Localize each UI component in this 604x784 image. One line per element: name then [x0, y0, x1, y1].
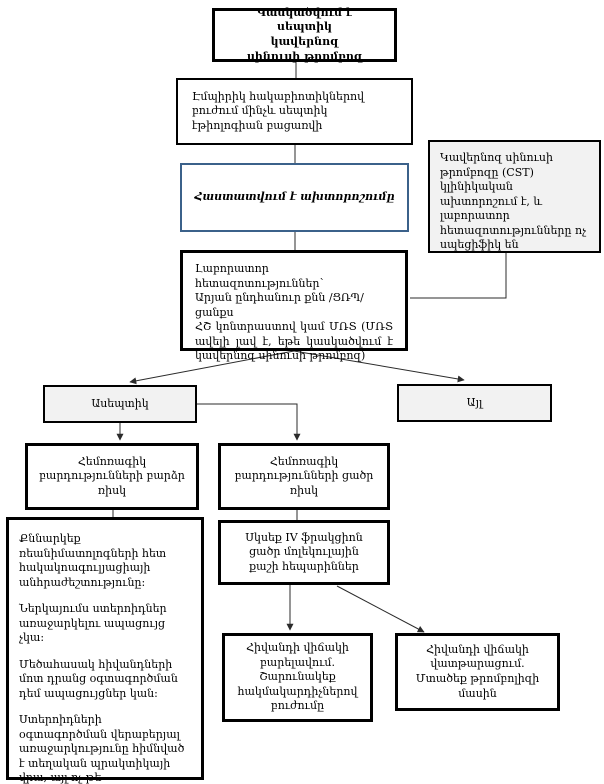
- node-hemorrhagic-high-risk: Հեմոռագիկ բարդությունների բարձր ռիսկ: [25, 443, 199, 510]
- node-low-risk-label: Հեմոռագիկ բարդությունների ցածր ռիսկ: [234, 454, 374, 497]
- node-diagnosis-confirmed: Հաստատվում է ախտորոշումը: [180, 163, 409, 232]
- node-suspected-cst: Կասկածվում է սեպտիկ կավերնոզ սինուսի թրո…: [212, 5, 397, 63]
- node-hemorrhagic-low-risk: Հեմոռագիկ բարդությունների ցածր ռիսկ: [218, 443, 390, 510]
- edge-heparin-worsening: [336, 585, 425, 633]
- node-aseptic-label: Ասեպտիկ: [91, 396, 149, 410]
- lab-line-cbc: Արյան ընդհանուր քնն /ՑՌՊ/ցանքս: [195, 291, 364, 319]
- lab-line-imaging: ՀՇ կոնտրաստով կամ ՄՌՏ (ՄՌՏ ավելի լավ է, …: [195, 320, 393, 363]
- node-cst-note-label: Կավերնոզ սինուսի թրոմբոզը (CST) կլինիկակ…: [440, 151, 587, 252]
- node-patient-improving: Հիվանդի վիճակի բարելավում. Շարունակեք հա…: [222, 633, 373, 722]
- node-other-label: Այլ: [466, 395, 483, 409]
- node-anticoagulation-notes: Քննարկեք ռեանիմատոլոգների հետ հակակոագու…: [6, 517, 204, 784]
- node-suspected-label: Կասկածվում է սեպտիկ կավերնոզ սինուսի թրո…: [246, 5, 363, 63]
- node-patient-worsening: Հիվանդի վիճակի վատթարացում. Մտածեք թրոմբ…: [395, 633, 560, 711]
- node-heparin-label: Սկսեք IV ֆրակցիոն ցածր մոլեկուլային քաշի…: [245, 530, 363, 573]
- node-branch-aseptic: Ասեպտիկ: [43, 385, 197, 423]
- notes-paragraph-2: Ներկայումս ստերոիդներ առաջարկելու ապացու…: [19, 602, 167, 645]
- node-improving-label: Հիվանդի վիճակի բարելավում. Շարունակեք հա…: [237, 641, 358, 713]
- node-lab-investigations: Լաբորատոր հետազոտություններ՝ Արյան ընդհա…: [180, 250, 408, 362]
- notes-paragraph-4: Ստերոիդների օգտագործման վերաբերյալ առաջա…: [19, 713, 185, 784]
- node-confirmed-label: Հաստատվում է ախտորոշումը: [194, 190, 395, 204]
- lab-line-title: Լաբորատոր հետազոտություններ՝: [195, 262, 324, 290]
- node-empiric-label: Էմպիրիկ հակաբիոտիկներով բուժում մինչև սե…: [192, 89, 365, 132]
- notes-paragraph-1: Քննարկեք ռեանիմատոլոգների հետ հակակոագու…: [19, 532, 167, 589]
- node-high-risk-label: Հեմոռագիկ բարդությունների բարձր ռիսկ: [39, 454, 185, 497]
- edge-cstnote-lab: [410, 253, 507, 299]
- node-worsening-label: Հիվանդի վիճակի վատթարացում. Մտածեք թրոմբ…: [415, 642, 540, 700]
- notes-paragraph-3: Մեծահասակ հիվանդների մոտ դրանց օգտագործմ…: [19, 657, 178, 700]
- edge-aseptic-lowrisk: [197, 403, 301, 441]
- node-branch-other: Այլ: [397, 384, 552, 422]
- node-empiric-antibiotics: Էմպիրիկ հակաբիոտիկներով բուժում մինչև սե…: [176, 78, 413, 145]
- node-start-heparin: Սկսեք IV ֆրակցիոն ցածր մոլեկուլային քաշի…: [218, 520, 390, 585]
- node-cst-clinical-note: Կավերնոզ սինուսի թրոմբոզը (CST) կլինիկակ…: [428, 140, 601, 253]
